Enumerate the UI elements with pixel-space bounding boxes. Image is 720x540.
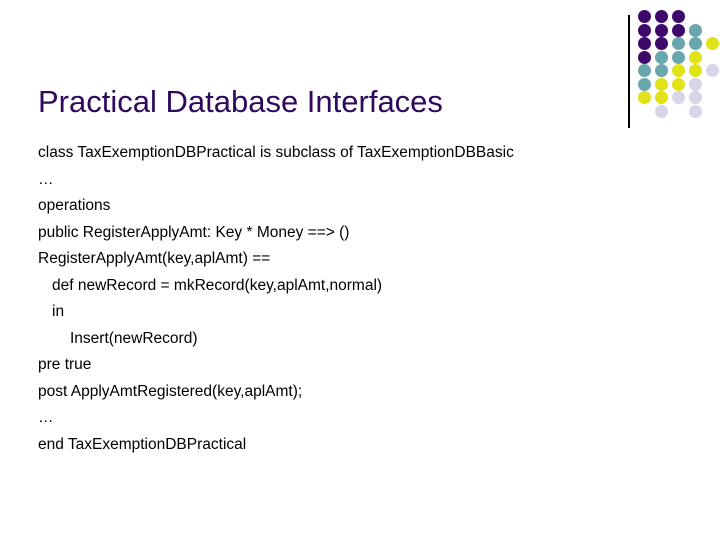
page-title: Practical Database Interfaces <box>38 83 443 119</box>
code-line: … <box>38 170 54 188</box>
decorative-dot <box>689 50 702 64</box>
decorative-dot <box>655 91 668 104</box>
decorative-dot <box>655 10 668 23</box>
decorative-dot-grid <box>638 10 720 128</box>
code-line: in <box>52 303 65 320</box>
decorative-dot <box>655 37 668 50</box>
decorative-dot <box>638 37 651 50</box>
decorative-dot <box>672 91 685 104</box>
decorative-dot <box>689 104 702 118</box>
code-line: end TaxExemptionDBPractical <box>38 435 247 453</box>
decorative-dot <box>689 64 702 77</box>
decorative-dot <box>689 37 702 50</box>
code-line: public RegisterApplyAmt: Key * Money ==>… <box>38 223 350 241</box>
decorative-dot <box>672 10 685 23</box>
decorative-dot <box>638 23 651 37</box>
code-line: pre true <box>38 356 92 373</box>
decorative-dot <box>655 23 668 37</box>
decorative-dot <box>672 23 685 37</box>
decorative-dot <box>638 77 651 91</box>
code-line: operations <box>38 197 111 214</box>
decorative-dot <box>672 77 685 91</box>
decorative-dot <box>706 64 719 77</box>
decorative-dot <box>706 37 719 50</box>
decorative-dot <box>655 104 668 118</box>
decorative-dot <box>638 64 651 77</box>
decorative-dot <box>638 10 651 23</box>
decorative-dot <box>689 91 702 104</box>
decorative-dot <box>655 64 668 77</box>
code-line: Insert(newRecord) <box>70 329 198 347</box>
code-body-block: class TaxExemptionDBPractical is subclas… <box>38 140 708 458</box>
code-line: class TaxExemptionDBPractical is subclas… <box>38 144 514 161</box>
decorative-dot <box>655 77 668 91</box>
decorative-dot <box>672 37 685 50</box>
code-line: … <box>38 409 54 426</box>
decorative-dot <box>638 50 651 64</box>
vertical-divider-line <box>628 15 630 128</box>
decorative-dot <box>672 50 685 64</box>
code-line: def newRecord = mkRecord(key,aplAmt,norm… <box>52 276 383 294</box>
decorative-dot <box>689 23 702 37</box>
decorative-dot <box>689 77 702 91</box>
decorative-dot <box>672 64 685 77</box>
code-line: post ApplyAmtRegistered(key,aplAmt); <box>38 382 303 400</box>
decorative-dot <box>655 50 668 64</box>
code-line: RegisterApplyAmt(key,aplAmt) == <box>38 250 271 267</box>
decorative-dot <box>638 91 651 104</box>
